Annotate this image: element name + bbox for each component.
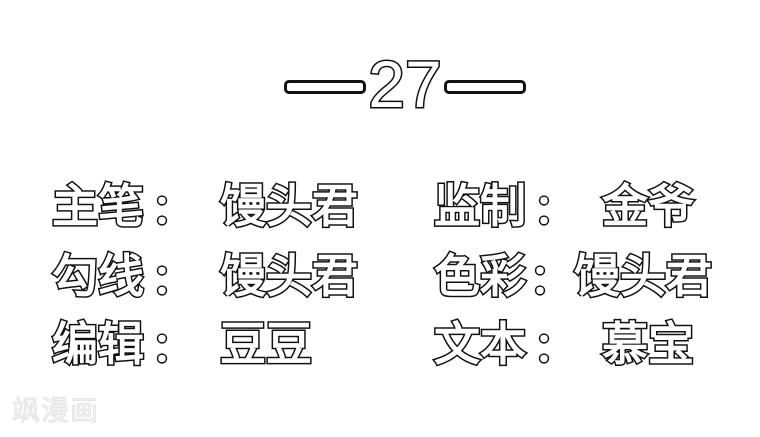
credit-colon: ： xyxy=(533,324,576,373)
chapter-number: 27 xyxy=(367,46,443,123)
credit-colon: ： xyxy=(533,186,576,235)
credit-value: 馒头君 xyxy=(219,178,360,235)
credit-label: 文本 xyxy=(433,316,528,373)
credit-colon: ： xyxy=(151,324,194,373)
credit-script: 文本 ： 慕宝 xyxy=(433,316,734,373)
right-dash-decoration xyxy=(443,79,526,94)
chapter-heading: 27 xyxy=(0,44,760,125)
credit-supervisor: 监制 ： 金爷 xyxy=(433,178,734,235)
credit-value: 馒头君 xyxy=(219,248,360,305)
credit-coloring: 色彩 ： 馒头君 xyxy=(433,248,754,305)
credit-value: 豆豆 xyxy=(219,316,314,373)
credit-label: 监制 xyxy=(433,178,528,235)
credit-value: 馒头君 xyxy=(573,248,714,305)
credit-colon: ： xyxy=(529,256,572,305)
credit-label: 主笔 xyxy=(51,178,146,235)
credit-colon: ： xyxy=(151,186,194,235)
watermark-logo: 飒漫画 xyxy=(11,394,100,428)
credit-value: 慕宝 xyxy=(601,316,696,373)
left-dash-decoration xyxy=(284,79,367,94)
credit-label: 编辑 xyxy=(51,316,146,373)
credit-value: 金爷 xyxy=(601,178,696,235)
credit-line-art: 勾线 ： 馒头君 xyxy=(51,248,392,305)
credit-lead-artist: 主笔 ： 馒头君 xyxy=(51,178,392,235)
credit-colon: ： xyxy=(151,256,194,305)
credit-label: 色彩 xyxy=(433,248,528,305)
credit-label: 勾线 xyxy=(51,248,146,305)
credit-editor: 编辑 ： 豆豆 xyxy=(51,316,392,373)
